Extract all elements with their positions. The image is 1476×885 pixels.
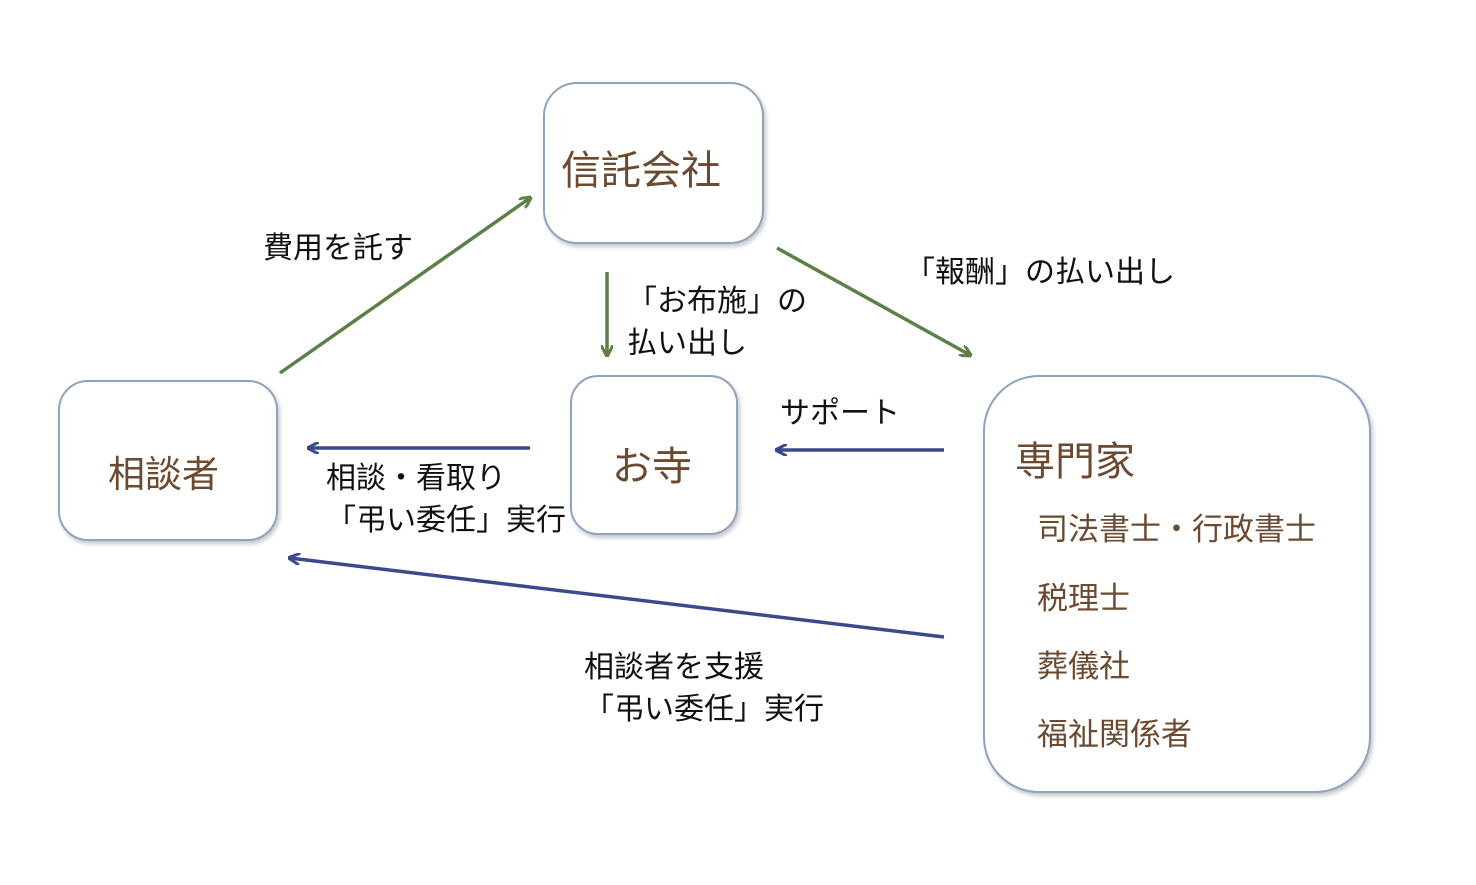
node-expert: 専門家 司法書士・行政書士 税理士 葬儀社 福祉関係者 [983,375,1371,793]
edge-label-expert-to-temple: サポート [780,393,900,435]
arrow-client-to-trust [278,198,530,375]
edge-label-text: 「報酬」の払い出し [905,255,1175,290]
expert-item: 福祉関係者 [1037,717,1192,753]
edge-label-text: サポート [780,396,900,431]
node-trust-company-label: 信託会社 [561,148,721,194]
node-client: 相談者 [58,380,278,541]
node-trust-company: 信託会社 [543,82,764,244]
expert-item: 税理士 [1037,581,1130,617]
edge-label-temple-to-client: 相談・看取り 「弔い委任」実行 [326,458,566,542]
node-temple-label: お寺 [612,444,692,490]
node-expert-label: 専門家 [1015,439,1135,485]
arrow-expert-to-client [290,558,945,639]
edge-label-line: 「弔い委任」実行 [584,692,824,727]
edge-label-client-to-trust: 費用を託す [263,228,413,270]
edge-label-line: 「お布施」の [627,284,807,319]
arrow-trust-to-expert [776,246,970,355]
edge-label-trust-to-expert: 「報酬」の払い出し [905,252,1175,294]
node-temple: お寺 [570,375,738,535]
edge-label-trust-to-temple: 「お布施」の 払い出し [627,281,807,365]
edge-label-expert-to-client: 相談者を支援 「弔い委任」実行 [584,647,824,731]
edge-label-line: 相談者を支援 [584,650,764,685]
edge-label-line: 相談・看取り [326,461,506,496]
expert-item: 葬儀社 [1037,649,1130,685]
node-client-label: 相談者 [108,453,219,496]
edge-label-line: 払い出し [627,326,747,361]
expert-item: 司法書士・行政書士 [1037,512,1316,548]
edge-label-line: 「弔い委任」実行 [326,503,566,538]
edge-label-text: 費用を託す [263,231,413,266]
